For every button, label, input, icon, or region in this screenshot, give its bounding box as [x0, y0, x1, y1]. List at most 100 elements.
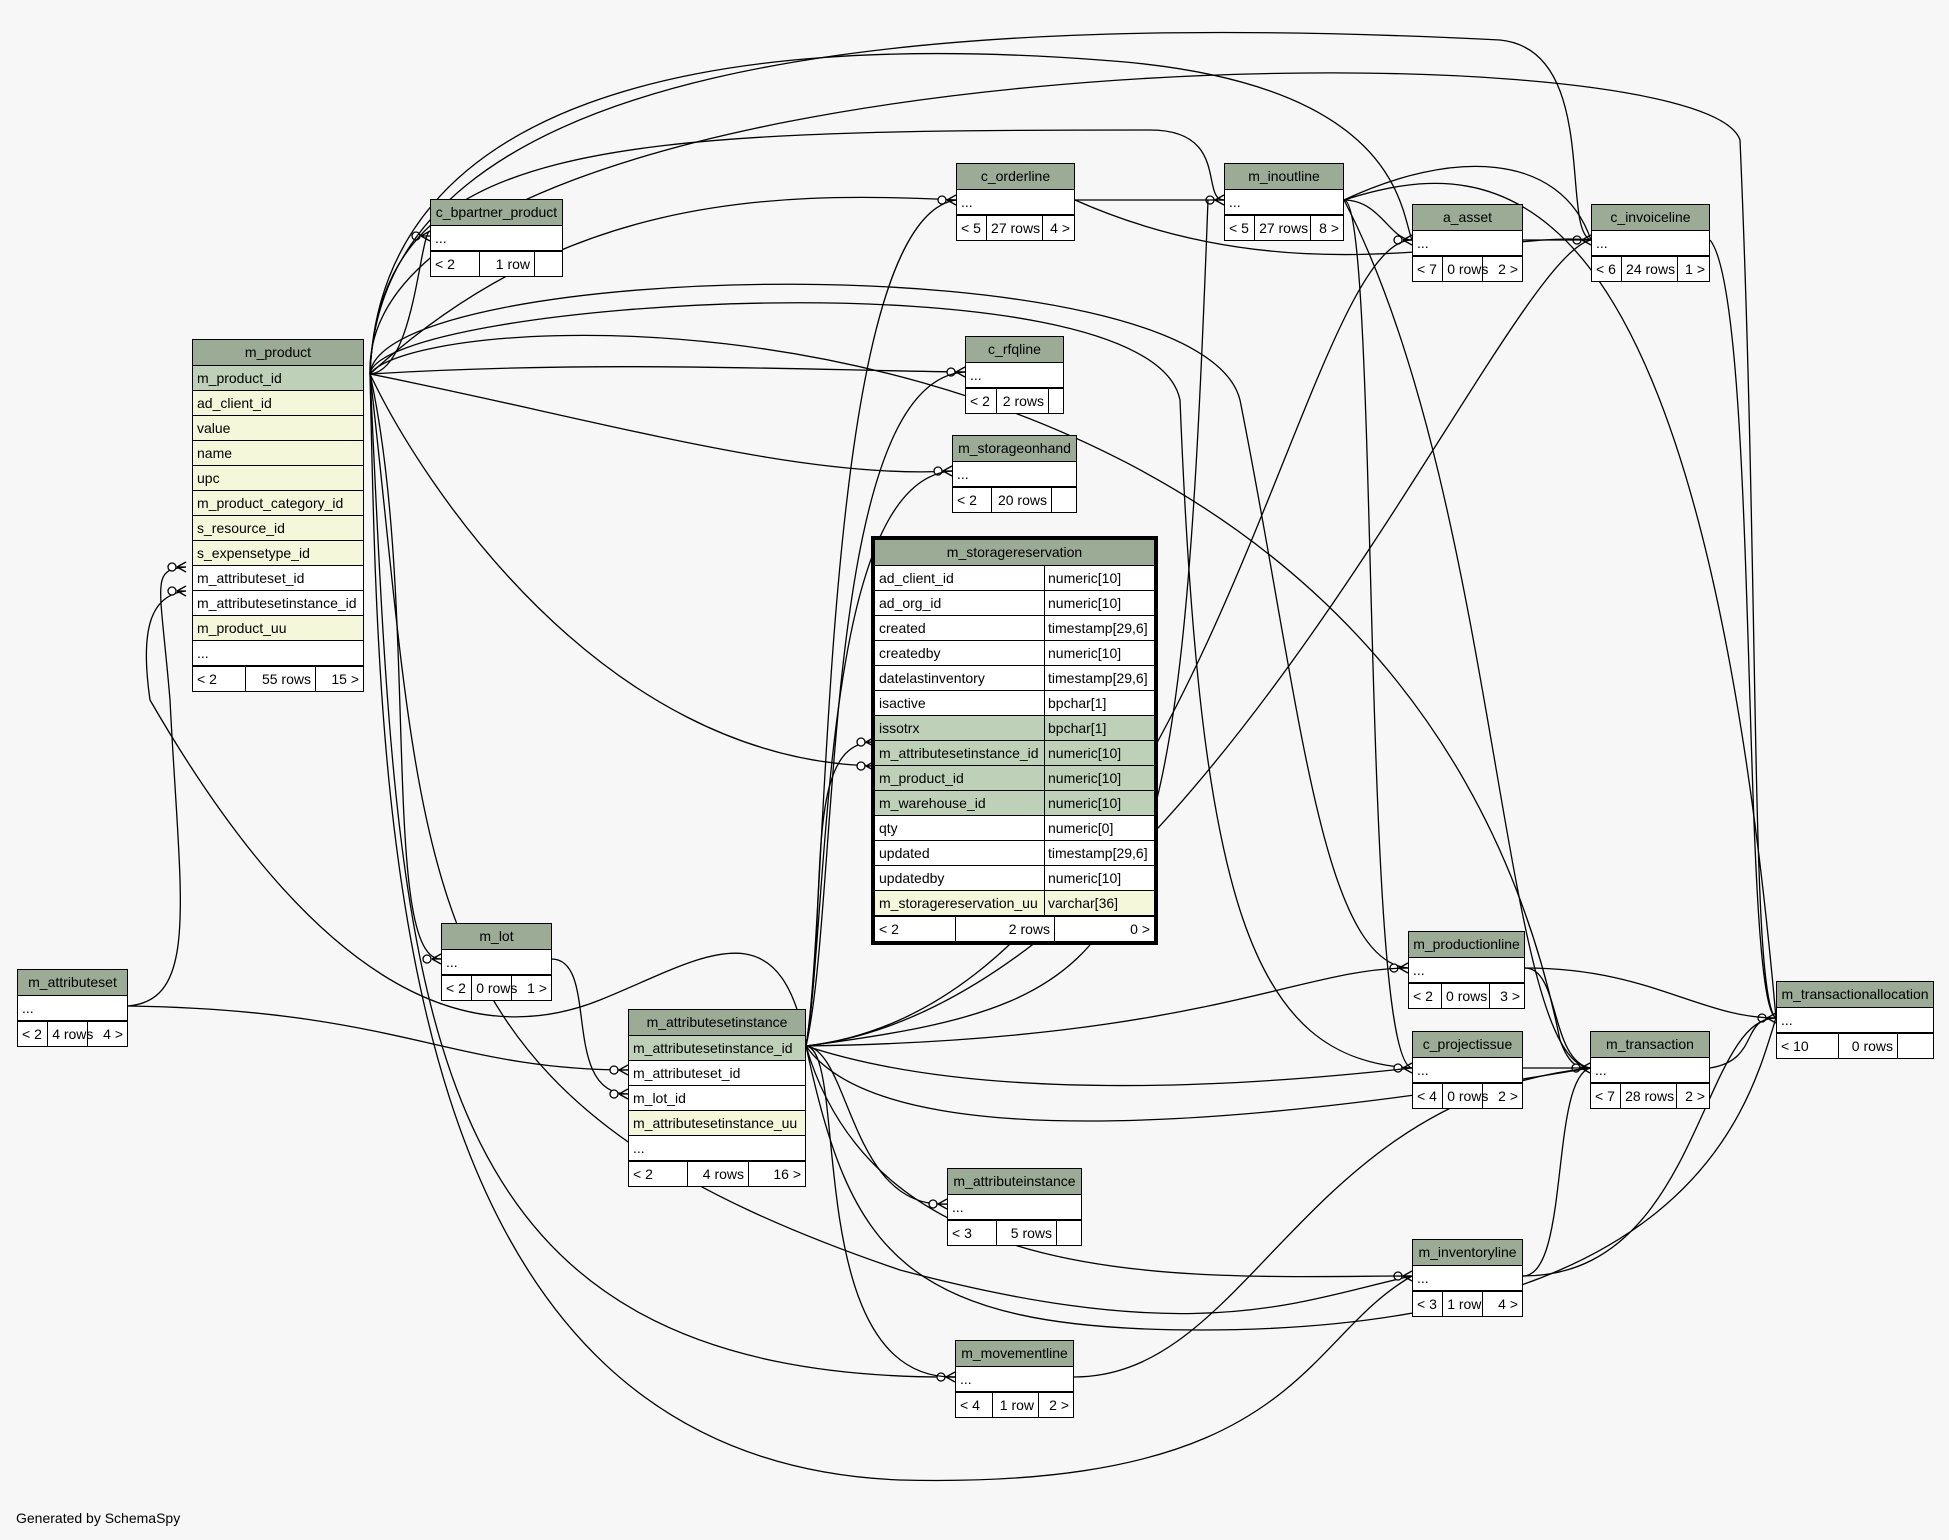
relationship-edge [369, 366, 966, 375]
children-link[interactable]: 2 > [1038, 1393, 1073, 1417]
children-link [1897, 1034, 1933, 1058]
column-name: m_attributesetinstance_uu [633, 1115, 798, 1131]
parents-link[interactable]: < 6 [1596, 261, 1616, 277]
column-row: m_attributesetinstance_id [629, 1036, 805, 1061]
parents-link[interactable]: < 3 [1417, 1296, 1437, 1312]
children-link[interactable]: 1 > [1677, 257, 1709, 281]
children-link[interactable]: 8 > [1310, 216, 1343, 240]
children-link[interactable]: 0 > [1054, 917, 1154, 941]
parents-link[interactable]: < 2 [970, 393, 990, 409]
parents-link[interactable]: < 2 [435, 256, 455, 272]
parents-link[interactable]: < 4 [960, 1397, 980, 1413]
column-row: m_product_id [193, 366, 363, 391]
parents-link[interactable]: < 7 [1595, 1088, 1615, 1104]
table-title[interactable]: m_attributeinstance [948, 1169, 1081, 1195]
parents-link[interactable]: < 2 [1413, 988, 1433, 1004]
table-title[interactable]: m_product [193, 340, 363, 366]
table-title[interactable]: c_rfqline [966, 337, 1063, 363]
table-title[interactable]: m_attributeset [18, 970, 127, 996]
parents-link[interactable]: < 2 [22, 1026, 42, 1042]
children-link[interactable]: 15 > [315, 667, 363, 691]
row-count: 20 rows [991, 488, 1051, 512]
column-row: m_attributesetinstance_uu [629, 1111, 805, 1136]
table-title[interactable]: m_inoutline [1225, 164, 1343, 190]
column-row: value [193, 416, 363, 441]
column-row: m_attributesetinstance_id [193, 591, 363, 616]
column-row: m_product_uu [193, 616, 363, 641]
table-title[interactable]: a_asset [1413, 205, 1522, 231]
table-title[interactable]: m_attributesetinstance [629, 1010, 805, 1036]
parents-link[interactable]: < 2 [446, 980, 466, 996]
parents-link[interactable]: < 2 [879, 921, 899, 937]
table-title[interactable]: m_inventoryline [1413, 1240, 1522, 1266]
children-link[interactable]: 16 > [748, 1162, 805, 1186]
column-name: ... [1229, 194, 1241, 210]
table-title[interactable]: m_lot [442, 924, 551, 950]
children-link[interactable]: 4 > [1482, 1292, 1522, 1316]
children-link[interactable]: 2 > [1482, 1084, 1522, 1108]
parents-link[interactable]: < 2 [197, 671, 217, 687]
parents-link[interactable]: < 3 [952, 1225, 972, 1241]
children-link[interactable]: 4 > [87, 1022, 127, 1046]
table-title[interactable]: m_storagereservation [875, 540, 1154, 566]
children-link[interactable]: 1 > [511, 976, 551, 1000]
parents-link[interactable]: < 7 [1417, 261, 1437, 277]
relationship-edge [369, 72, 1777, 1019]
column-name: ... [446, 954, 458, 970]
table-footer: < 2 20 rows [953, 487, 1076, 512]
parents-link[interactable]: < 5 [1229, 220, 1249, 236]
relationship-edge [805, 741, 876, 1047]
column-name: ... [1417, 1062, 1429, 1078]
relationship-edge [1522, 1017, 1777, 1277]
table-title[interactable]: c_bpartner_product [431, 200, 562, 226]
column-name: updatedby [879, 870, 945, 886]
table-title[interactable]: c_orderline [957, 164, 1074, 190]
children-link[interactable]: 2 > [1676, 1084, 1709, 1108]
parents-link[interactable]: < 2 [957, 492, 977, 508]
children-link[interactable]: 4 > [1042, 216, 1074, 240]
table-title[interactable]: m_productionline [1409, 932, 1524, 958]
parents-link[interactable]: < 10 [1781, 1038, 1809, 1054]
table-title[interactable]: m_transactionallocation [1777, 982, 1933, 1008]
table-title[interactable]: c_invoiceline [1592, 205, 1709, 231]
optional-many-marker [1393, 1063, 1403, 1073]
table-title[interactable]: m_transaction [1591, 1032, 1709, 1058]
children-link[interactable]: 3 > [1489, 984, 1524, 1008]
column-name: ... [1417, 1270, 1429, 1286]
parents-link[interactable]: < 2 [633, 1166, 653, 1182]
children-link[interactable]: 2 > [1482, 257, 1522, 281]
table-title[interactable]: m_movementline [956, 1341, 1073, 1367]
column-name: ... [197, 645, 209, 661]
table-title[interactable]: m_storageonhand [953, 436, 1076, 462]
parents-link[interactable]: < 4 [1417, 1088, 1437, 1104]
column-name: ad_client_id [197, 395, 272, 411]
column-name: ... [1595, 1062, 1607, 1078]
parents-link[interactable]: < 5 [961, 220, 981, 236]
table-title[interactable]: c_projectissue [1413, 1032, 1522, 1058]
